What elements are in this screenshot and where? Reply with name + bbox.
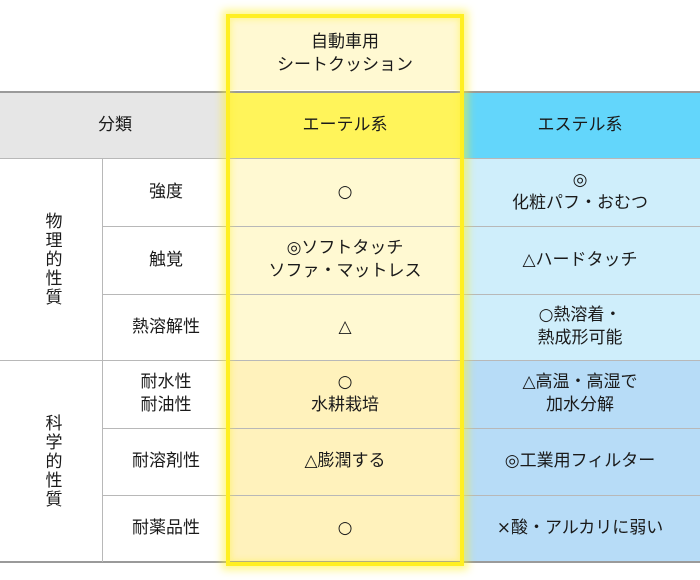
- property-cell: 耐薬品性: [102, 495, 230, 562]
- ester-text: ○熱溶着・: [538, 305, 622, 326]
- group-chemical-text: 科学的性質: [41, 413, 62, 509]
- ester-cell: ○熱溶着・ 熱成形可能: [460, 294, 700, 360]
- property-text: 耐溶剤性: [132, 451, 200, 472]
- property-text: 熱溶解性: [132, 316, 200, 337]
- property-cell: 触覚: [102, 226, 230, 294]
- ether-text: △膨潤する: [304, 451, 386, 472]
- ether-header-text: エーテル系: [302, 114, 388, 135]
- ester-text: △ハードタッチ: [522, 249, 638, 270]
- ether-text: ◎ソフトタッチ: [286, 238, 404, 259]
- ether-text: △: [338, 316, 352, 337]
- ether-cell: ◎ソフトタッチ ソファ・マットレス: [230, 226, 460, 294]
- row-divider: [102, 294, 700, 295]
- group-chemical: 科学的性質: [0, 360, 102, 562]
- property-cell: 強度: [102, 158, 230, 226]
- ester-cell: △高温・高湿で 加水分解: [460, 360, 700, 428]
- group-divider: [0, 360, 700, 361]
- property-cell: 耐溶剤性: [102, 428, 230, 495]
- category-header-text: 分類: [98, 114, 132, 135]
- ether-cell: ○ 水耕栽培: [230, 360, 460, 428]
- ester-text: ◎工業用フィルター: [504, 451, 656, 472]
- ether-cell: △: [230, 294, 460, 360]
- group-column-divider: [102, 158, 103, 562]
- group-physical: 物理的性質: [0, 158, 102, 360]
- row-divider: [102, 495, 700, 496]
- header-bottom-border: [0, 158, 700, 159]
- row-divider: [102, 428, 700, 429]
- ether-cell: △膨潤する: [230, 428, 460, 495]
- ester-cell: ◎工業用フィルター: [460, 428, 700, 495]
- category-header: 分類: [0, 92, 230, 158]
- group-physical-text: 物理的性質: [41, 211, 62, 307]
- ester-header-text: エステル系: [537, 114, 623, 135]
- table-top-border: [0, 91, 700, 93]
- ester-text: 化粧パフ・おむつ: [512, 193, 648, 213]
- property-text: 耐薬品性: [132, 518, 200, 539]
- ester-cell: △ハードタッチ: [460, 226, 700, 294]
- ester-text: 熱成形可能: [537, 328, 623, 348]
- property-text: 耐油性: [140, 395, 192, 415]
- property-cell: 耐水性 耐油性: [102, 360, 230, 428]
- ether-cell: ○: [230, 158, 460, 226]
- ether-text: 水耕栽培: [311, 395, 379, 415]
- row-divider: [102, 226, 700, 227]
- ester-header: エステル系: [460, 92, 700, 158]
- ester-text: ◎: [572, 170, 588, 191]
- property-text: 耐水性: [140, 372, 192, 393]
- seat-cushion-label: 自動車用 シートクッション: [230, 18, 460, 90]
- ester-cell: ×酸・アルカリに弱い: [460, 495, 700, 562]
- ester-cell: ◎ 化粧パフ・おむつ: [460, 158, 700, 226]
- ether-cell: ○: [230, 495, 460, 562]
- ether-text: ○: [337, 181, 353, 202]
- property-text: 触覚: [149, 249, 183, 270]
- table-bottom-border: [0, 561, 700, 563]
- ether-text: ○: [337, 518, 353, 539]
- ester-text: ×酸・アルカリに弱い: [496, 518, 664, 539]
- seat-cushion-label-line2: シートクッション: [277, 55, 413, 75]
- ester-text: △高温・高湿で: [522, 372, 638, 393]
- ester-text: 加水分解: [546, 395, 614, 415]
- ether-text: ○: [337, 372, 353, 393]
- ether-text: ソファ・マットレス: [268, 261, 422, 281]
- property-text: 強度: [149, 181, 183, 202]
- property-cell: 熱溶解性: [102, 294, 230, 360]
- ether-header: エーテル系: [230, 92, 460, 158]
- seat-cushion-label-line1: 自動車用: [311, 32, 379, 53]
